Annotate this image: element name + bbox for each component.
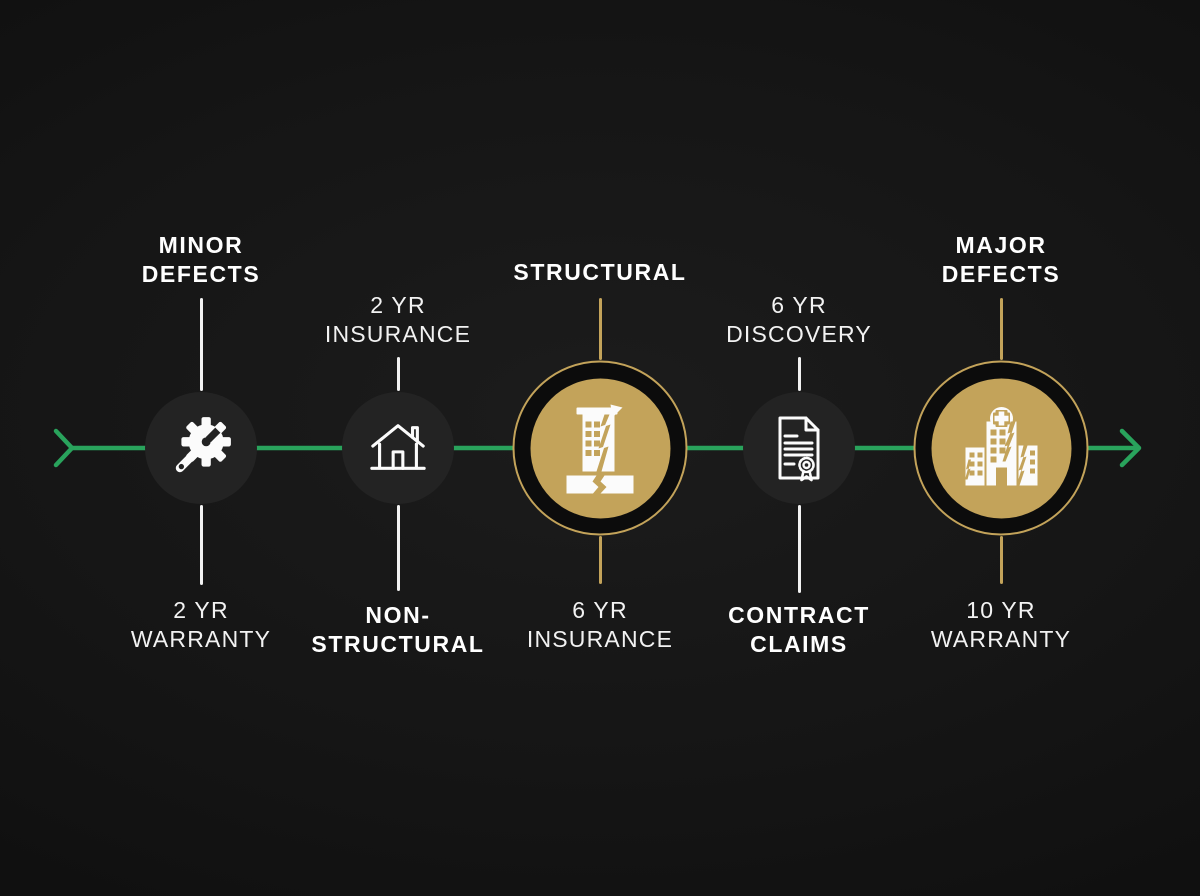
node-top-label: 2 YR INSURANCE xyxy=(324,292,472,347)
node-bottom-connector xyxy=(199,505,203,585)
damaged-hospital-icon xyxy=(964,406,1037,485)
node-icon-circle xyxy=(145,392,257,504)
house-icon xyxy=(370,424,426,470)
node-bottom-label: NON- STRUCTURAL xyxy=(311,602,485,657)
node-bottom-connector xyxy=(396,505,400,591)
node-icon-circle xyxy=(512,360,688,536)
node-bottom-connector xyxy=(999,536,1003,584)
node-bottom-label: CONTRACT CLAIMS xyxy=(728,602,870,657)
node-bottom-label: 6 YR INSURANCE xyxy=(526,597,674,652)
certificate-icon xyxy=(778,416,820,482)
node-top-label: MINOR DEFECTS xyxy=(141,232,261,287)
node-top-connector xyxy=(598,298,602,360)
node-bottom-label: 10 YR WARRANTY xyxy=(930,597,1072,652)
gold-disc xyxy=(931,378,1071,518)
arrow-tail-chevron xyxy=(53,428,75,468)
node-top-connector xyxy=(999,298,1003,360)
node-bottom-connector xyxy=(598,536,602,584)
node-bottom-label: 2 YR WARRANTY xyxy=(130,597,272,652)
arrow-head xyxy=(1119,428,1142,468)
node-top-connector xyxy=(396,357,400,391)
node-icon-circle xyxy=(342,392,454,504)
node-icon-circle xyxy=(743,392,855,504)
node-top-label: MAJOR DEFECTS xyxy=(941,232,1061,287)
gear-wrench-icon xyxy=(175,417,231,473)
node-top-connector xyxy=(199,298,203,391)
node-top-label: 6 YR DISCOVERY xyxy=(726,292,872,347)
node-top-label: STRUCTURAL xyxy=(513,259,687,285)
node-top-connector xyxy=(797,357,801,391)
node-bottom-connector xyxy=(797,505,801,593)
gold-disc xyxy=(530,378,670,518)
cracked-building-icon xyxy=(566,404,633,493)
node-icon-circle xyxy=(913,360,1089,536)
